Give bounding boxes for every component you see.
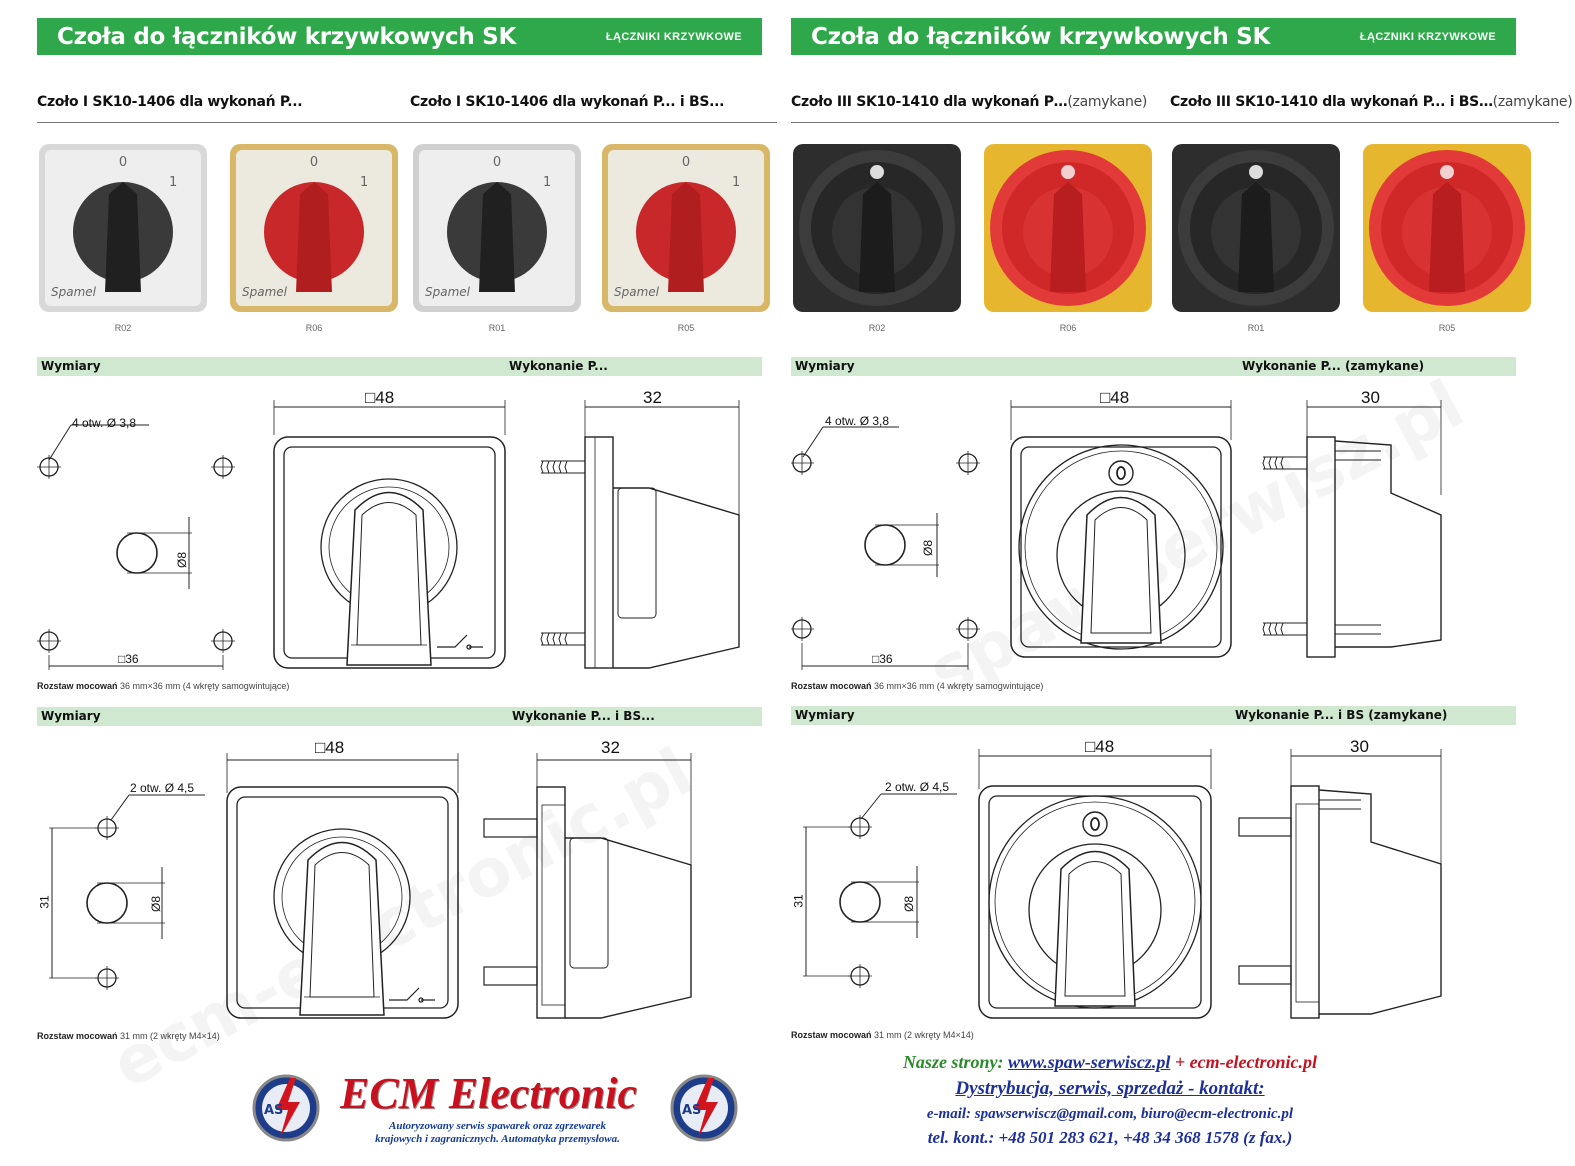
right-section-bar-1: Wymiary Wykonanie P... (zamykane) <box>791 357 1516 376</box>
right-holes-1-label: 4 otw. Ø 3,8 <box>825 414 890 428</box>
left-dim-48-1: □48 <box>365 388 395 407</box>
section-label: Wymiary <box>41 359 101 373</box>
section-variant: Wykonanie P... <box>509 359 608 373</box>
section-variant: Wykonanie P... (zamykane) <box>1242 359 1425 373</box>
right-dim-36: □36 <box>872 652 893 666</box>
svg-text:0: 0 <box>119 155 127 170</box>
left-photo-r02: 0 1 Spamel <box>39 144 207 312</box>
svg-text:0: 0 <box>682 155 690 170</box>
left-code-r01: R01 <box>488 323 506 333</box>
left-banner: Czoła do łączników krzywkowych SK ŁĄCZNI… <box>37 18 762 55</box>
left-dim-8-1: Ø8 <box>175 551 190 569</box>
svg-text:1: 1 <box>732 175 740 190</box>
right-code-r05: R05 <box>1438 323 1456 333</box>
left-rozstaw-1: Rozstaw mocowań 36 mm×36 mm (4 wkręty sa… <box>37 681 290 691</box>
company-name: ECM Electronic <box>340 1069 638 1118</box>
company-logo-icon: AS <box>670 1074 738 1142</box>
company-tagline-2: krajowych i zagranicznych. Automatyka pr… <box>375 1133 620 1145</box>
right-drawing-2 <box>803 749 1442 1019</box>
left-dim-36: □36 <box>118 652 139 666</box>
right-section-bar-2: Wymiary Wykonanie P... i BS (zamykane) <box>791 706 1516 725</box>
section-label: Wymiary <box>795 708 855 722</box>
left-dim-side-2: 32 <box>601 738 620 757</box>
left-rozstaw-2: Rozstaw mocowań 31 mm (2 wkręty M4×14) <box>37 1031 220 1041</box>
site-link-1[interactable]: www.spaw-serwiscz.pl <box>1007 1052 1171 1072</box>
left-photo-r05: 0 1 Spamel <box>602 144 770 312</box>
svg-text:Spamel: Spamel <box>614 285 660 299</box>
company-tagline-1: Autoryzowany serwis spawarek oraz zgrzew… <box>389 1120 606 1132</box>
right-dim-48-2: □48 <box>1085 737 1115 756</box>
right-dim-31: 31 <box>791 894 806 908</box>
svg-text:1: 1 <box>360 175 368 190</box>
left-subheading-2: Czoło I SK10-1406 dla wykonań P... i BS.… <box>410 94 725 110</box>
left-banner-title: Czoła do łączników krzywkowych SK <box>57 23 516 50</box>
footer-sites: Nasze strony: www.spaw-serwiscz.pl + ecm… <box>902 1052 1318 1072</box>
right-code-r02: R02 <box>868 323 886 333</box>
right-holes-2-label: 2 otw. Ø 4,5 <box>885 780 950 794</box>
right-photo-r06 <box>984 144 1152 312</box>
right-rozstaw-1: Rozstaw mocowań 36 mm×36 mm (4 wkręty sa… <box>791 681 1044 691</box>
left-section-bar-2: Wymiary Wykonanie P... i BS... <box>37 707 762 726</box>
footer-email: e-mail: spawserwiscz@gmail.com, biuro@ec… <box>926 1106 1294 1122</box>
footer-phone: tel. kont.: +48 501 283 621, +48 34 368 … <box>927 1128 1293 1147</box>
right-banner-title: Czoła do łączników krzywkowych SK <box>811 23 1270 50</box>
left-dim-48-2: □48 <box>315 738 345 757</box>
right-subheading-1: Czoło III SK10-1410 dla wykonań P…(zamyk… <box>791 94 1148 110</box>
right-dim-side-2: 30 <box>1350 737 1369 756</box>
left-code-r02: R02 <box>114 323 132 333</box>
svg-text:0: 0 <box>310 155 318 170</box>
right-subheading-2: Czoło III SK10-1410 dla wykonań P... i B… <box>1170 94 1573 110</box>
svg-text:1: 1 <box>543 175 551 190</box>
svg-text:Spamel: Spamel <box>51 285 97 299</box>
svg-text:Spamel: Spamel <box>425 285 471 299</box>
svg-text:AS: AS <box>264 1103 283 1118</box>
svg-text:0: 0 <box>493 155 501 170</box>
left-subheading-1: Czoło I SK10-1406 dla wykonań P... <box>37 94 303 110</box>
left-code-r05: R05 <box>677 323 695 333</box>
left-holes-2-label: 2 otw. Ø 4,5 <box>130 781 195 795</box>
footer-contact-heading: Dystrybucja, serwis, sprzedaż - kontakt: <box>955 1078 1265 1099</box>
section-label: Wymiary <box>795 359 855 373</box>
left-banner-subtitle: ŁĄCZNIKI KRZYWKOWE <box>605 30 742 43</box>
site-link-2[interactable]: ecm-electronic.pl <box>1189 1052 1318 1072</box>
right-code-r01: R01 <box>1247 323 1265 333</box>
left-code-r06: R06 <box>305 323 323 333</box>
left-drawing-2 <box>49 753 692 1019</box>
section-label: Wymiary <box>41 709 101 723</box>
right-rozstaw-2: Rozstaw mocowań 31 mm (2 wkręty M4×14) <box>791 1030 974 1040</box>
right-dim-8-2: Ø8 <box>902 895 917 913</box>
right-banner-subtitle: ŁĄCZNIKI KRZYWKOWE <box>1359 30 1496 43</box>
left-dim-8-2: Ø8 <box>149 895 164 913</box>
left-photo-r06: 0 1 Spamel <box>230 144 398 312</box>
divider <box>791 122 1559 123</box>
svg-text:1: 1 <box>169 175 177 190</box>
right-photo-r05 <box>1363 144 1531 312</box>
left-dim-side-1: 32 <box>643 388 662 407</box>
right-photo-r01 <box>1172 144 1340 312</box>
right-drawing-1 <box>791 400 1442 670</box>
right-dim-8-1: Ø8 <box>921 539 936 557</box>
svg-text:Spamel: Spamel <box>242 285 288 299</box>
left-holes-1-label: 4 otw. Ø 3,8 <box>72 416 137 430</box>
left-drawing-1 <box>37 400 740 670</box>
left-section-bar-1: Wymiary Wykonanie P... <box>37 357 762 376</box>
section-variant: Wykonanie P... i BS... <box>512 709 655 723</box>
right-banner: Czoła do łączników krzywkowych SK ŁĄCZNI… <box>791 18 1516 55</box>
left-dim-31: 31 <box>37 895 52 909</box>
section-variant: Wykonanie P... i BS (zamykane) <box>1235 708 1448 722</box>
right-dim-48-1: □48 <box>1100 388 1130 407</box>
company-logo-icon: AS <box>252 1074 320 1142</box>
divider <box>37 122 777 123</box>
right-dim-side-1: 30 <box>1361 388 1380 407</box>
right-code-r06: R06 <box>1059 323 1077 333</box>
right-photo-r02 <box>793 144 961 312</box>
svg-text:AS: AS <box>682 1103 701 1118</box>
left-photo-r01: 0 1 Spamel <box>413 144 581 312</box>
